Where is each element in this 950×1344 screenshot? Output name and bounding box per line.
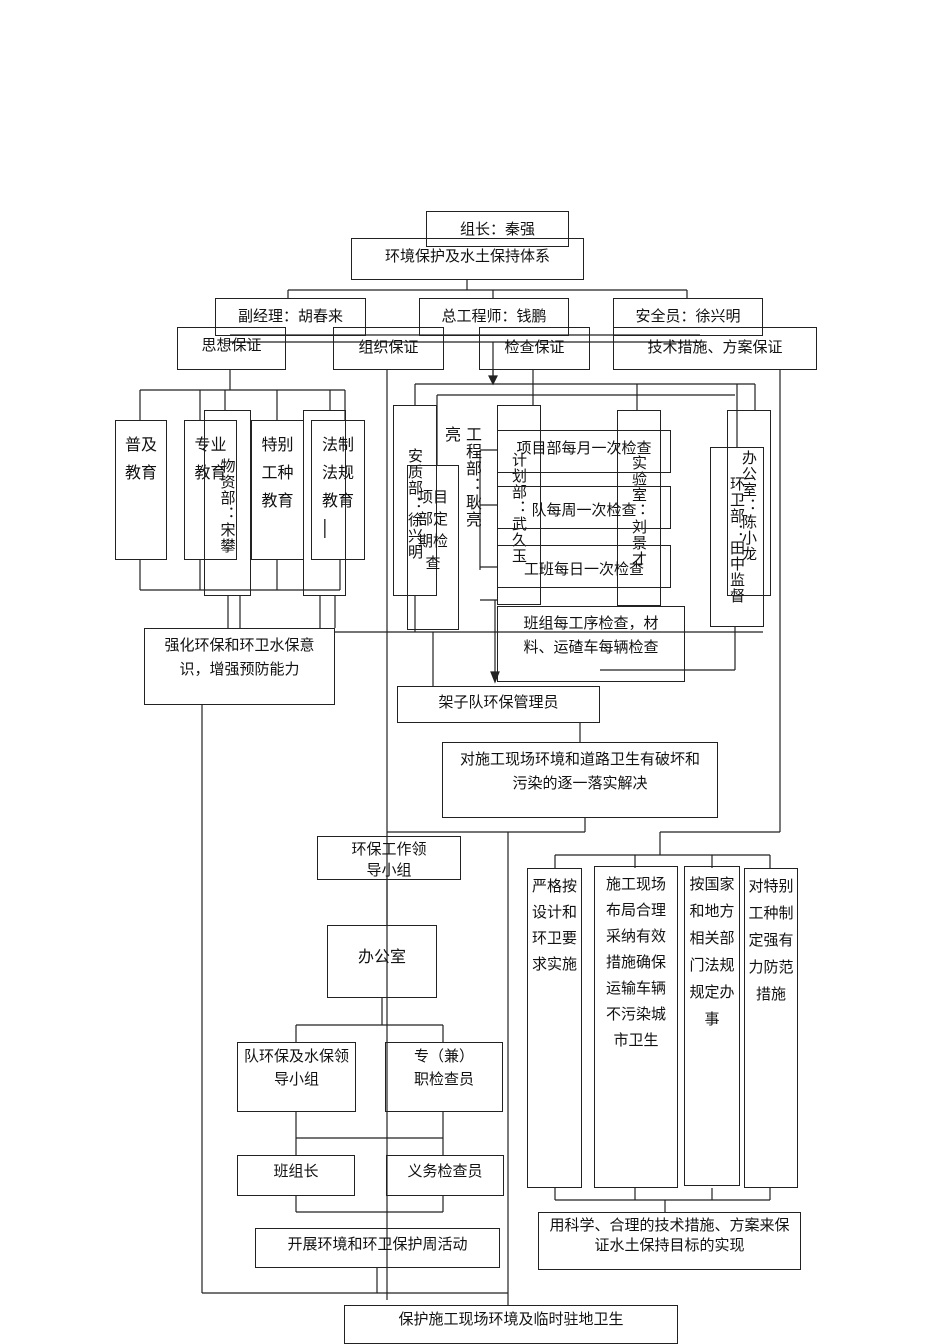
lab-box: 实验室：刘景才 [617,410,661,606]
office-inspection-box: 办公室：陈小龙 [727,410,771,596]
inspector-box: 专（兼）职检查员 [385,1042,503,1112]
popular-education-text: 普及教育 [124,435,157,482]
tech-layout-box: 施工现场布局合理采纳有效措施确保运输车辆不污染城市卫生 [594,866,678,1188]
deputy-manager-box: 副经理：胡春来 [215,298,366,336]
inspector-text: 专（兼）职检查员 [413,1047,474,1088]
env-dept-box: 环卫部：田中监督 [710,447,764,627]
safety-quality-dept-box: 安质部：徐兴明 [393,405,437,596]
final-text: 保护施工现场环境及临时驻地卫生 [398,1310,624,1328]
per-process-check-box: 班组每工序检查，材料、运碴车每辆检查 [497,606,685,682]
project-regular-check-box: 项目部定期检查 [407,465,459,630]
team-group-box: 队环保及水保领导小组 [237,1042,356,1112]
tech-layout-text: 施工现场布局合理采纳有效措施确保运输车辆不污染城市卫生 [605,875,666,1049]
scaffold-manager-box: 架子队环保管理员 [397,686,600,723]
leader-box: 组长：秦强 [426,211,569,247]
safety-officer-text: 安全员：徐兴明 [635,307,741,325]
thought-text: 思想保证 [201,336,262,354]
planning-dept-text: 计划部：武久玉 [510,452,528,564]
system-box: 环境保护及水土保持体系 [351,238,584,280]
safety-officer-box: 安全员：徐兴明 [613,298,763,336]
resolve-text: 对施工现场环境和道路卫生有破坏和污染的逐一落实解决 [459,750,700,792]
special-trade-education-text: 特别工种教育 [261,435,294,510]
professional-education-text: 专业教育 [194,435,227,482]
legal-education-text: 法制法规教育 [321,435,354,510]
legal-outer-box [303,410,346,596]
resolve-box: 对施工现场环境和道路卫生有破坏和污染的逐一落实解决 [442,742,718,818]
legal-mark: │ [320,519,330,538]
tech-regulation-box: 按国家和地方相关部门法规规定办事 [684,866,740,1186]
tech-science-box: 用科学、合理的技术措施、方案来保证水土保持目标的实现 [538,1212,801,1270]
team-leader-box: 班组长 [237,1155,355,1196]
deputy-manager-text: 副经理：胡春来 [237,307,343,325]
project-regular-check-text: 项目部定期检查 [417,488,448,572]
office-text: 办公室 [357,947,406,966]
leading-group-text: 环保工作领导小组 [351,840,427,879]
leading-group-box: 环保工作领导小组 [317,836,461,880]
tech-regulation-text: 按国家和地方相关部门法规规定办事 [689,875,735,1028]
organization-text: 组织保证 [358,338,419,356]
weekly-check-text: 队每周一次检查 [531,501,637,519]
professional-education-box: 专业教育 [184,420,237,560]
inspection-branch: 检查保证 [479,327,590,370]
final-box: 保护施工现场环境及临时驻地卫生 [344,1305,678,1344]
awareness-box: 强化环保和环卫水保意识，增强预防能力 [144,628,335,705]
weekly-activity-text: 开展环境和环卫保护周活动 [287,1235,468,1253]
materials-dept-box: 物资部：宋攀 [204,410,251,596]
thought-branch: 思想保证 [177,327,286,370]
chief-engineer-box: 总工程师：钱鹏 [419,298,569,336]
lab-text: 实验室：刘景才 [630,455,648,567]
tech-special-text: 对特别工种制定强有力防范措施 [748,877,794,1003]
tech-design-box: 严格按设计和环卫要求实施 [527,868,582,1188]
special-trade-education-box: 特别工种教育 [251,420,304,560]
monthly-check-box: 项目部每月一次检查 [497,430,671,473]
volunteer-text: 义务检查员 [407,1162,483,1180]
awareness-text: 强化环保和环卫水保意识，增强预防能力 [164,636,315,678]
engineering-dept-prefix: 亮 [445,425,462,444]
legal-education-box: 法制法规教育 │ [311,420,365,560]
monthly-check-text: 项目部每月一次检查 [516,439,652,457]
scaffold-manager-text: 架子队环保管理员 [438,693,559,711]
office-inspection-text: 办公室：陈小龙 [740,450,758,562]
team-leader-text: 班组长 [273,1162,319,1180]
technical-text: 技术措施、方案保证 [647,338,783,356]
materials-dept-text: 物资部：宋攀 [218,458,237,554]
tech-science-text: 用科学、合理的技术措施、方案来保证水土保持目标的实现 [549,1216,790,1254]
organization-branch: 组织保证 [333,327,444,370]
weekly-check-box: 队每周一次检查 [497,486,671,529]
chief-engineer-text: 总工程师：钱鹏 [441,307,547,325]
daily-check-box: 工班每日一次检查 [497,545,671,588]
technical-branch: 技术措施、方案保证 [613,327,817,370]
office-box: 办公室 [327,925,437,998]
engineering-dept-label: 工程部：耿亮 [461,420,483,586]
safety-quality-dept-text: 安质部：徐兴明 [406,447,424,560]
popular-education-box: 普及教育 [115,420,167,560]
weekly-activity-box: 开展环境和环卫保护周活动 [255,1228,500,1268]
volunteer-box: 义务检查员 [386,1155,504,1196]
daily-check-text: 工班每日一次检查 [523,560,644,578]
tech-special-box: 对特别工种制定强有力防范措施 [744,868,798,1188]
per-process-check-text: 班组每工序检查，材料、运碴车每辆检查 [523,614,659,656]
inspection-text: 检查保证 [504,338,565,356]
system-text: 环境保护及水土保持体系 [384,247,550,265]
env-dept-text: 环卫部：田中监督 [728,476,746,604]
leader-text: 组长：秦强 [459,220,535,238]
team-group-text: 队环保及水保领导小组 [243,1047,349,1088]
tech-design-text: 严格按设计和环卫要求实施 [531,877,577,973]
engineering-dept-text: 工程部：耿亮 [463,426,482,528]
